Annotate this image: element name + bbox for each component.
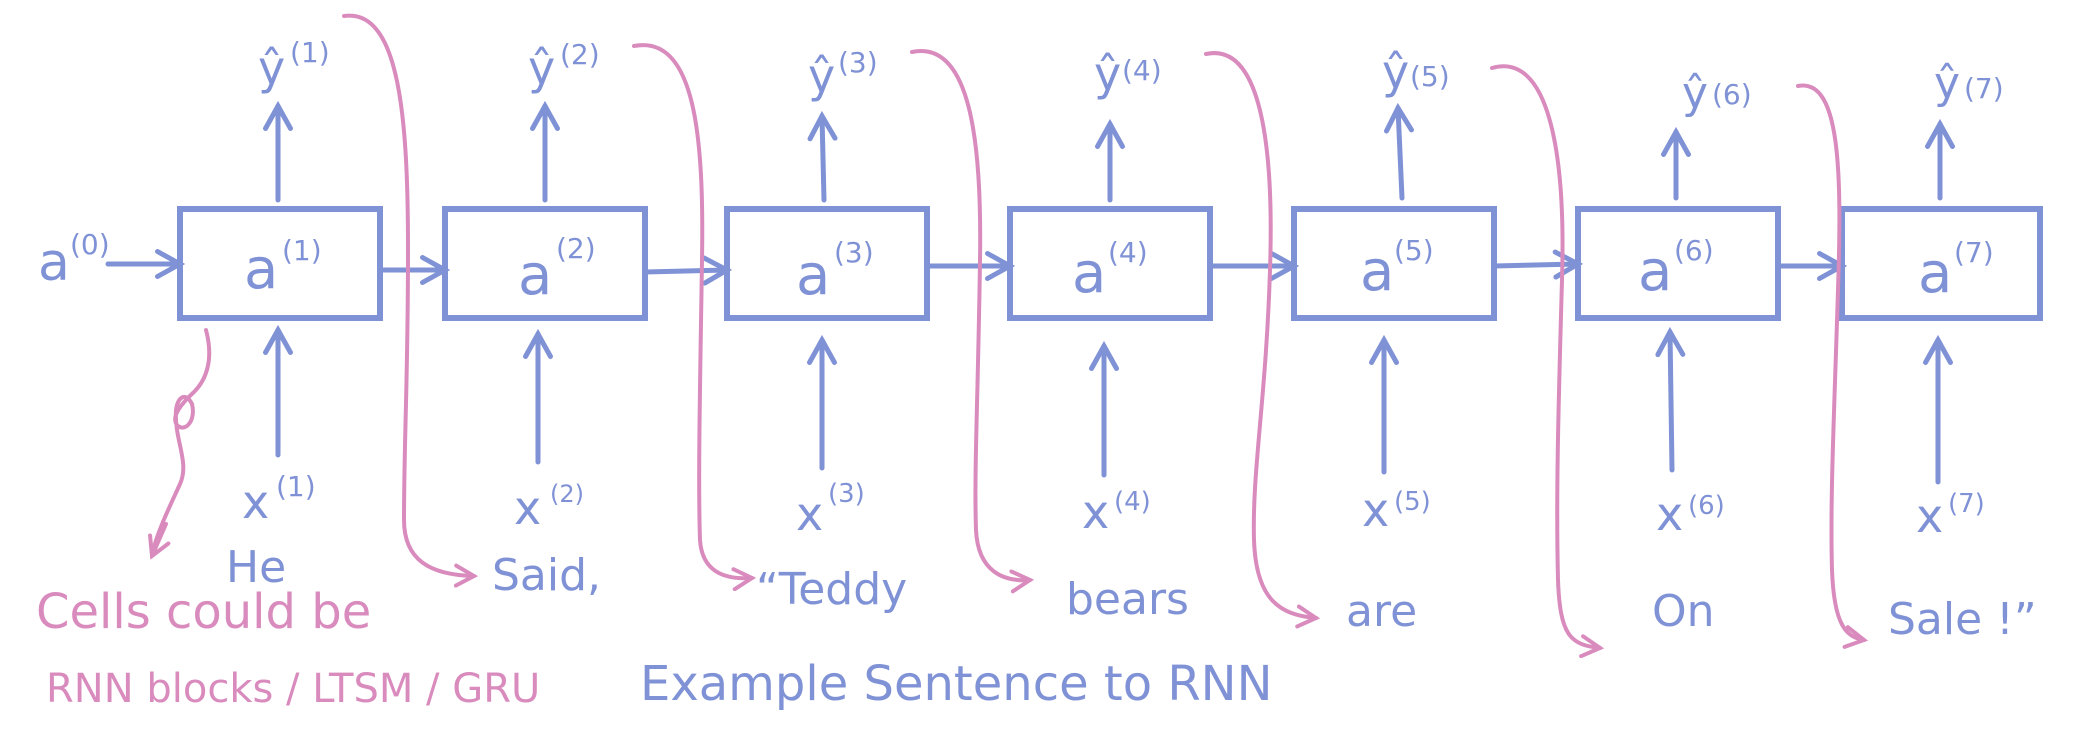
output-superscript: (1) <box>290 36 330 69</box>
output-superscript: (2) <box>560 38 600 71</box>
input-symbol: x <box>242 475 269 529</box>
output-arrow <box>1398 108 1402 201</box>
pink-loop-arrowhead <box>152 522 166 556</box>
rnn-cell-4: a (4) ŷ (4) x (4) bears <box>1007 47 1213 625</box>
output-symbol: ŷ <box>258 41 285 95</box>
example-caption: Example Sentence to RNN <box>640 656 1272 712</box>
output-superscript: (6) <box>1712 78 1752 111</box>
activation-arrow-2-3 <box>642 270 727 272</box>
input-symbol: x <box>1082 485 1109 539</box>
output-symbol: ŷ <box>1094 47 1121 101</box>
output-symbol: ŷ <box>1382 45 1409 99</box>
initial-activation-symbol: a <box>38 233 70 293</box>
rnn-cell-2: a (2) ŷ (2) x (2) Said, <box>442 38 648 601</box>
input-symbol: x <box>1362 483 1389 537</box>
cell-activation-superscript: (3) <box>834 236 874 269</box>
output-symbol: ŷ <box>1934 58 1960 109</box>
output-symbol: ŷ <box>1682 68 1708 119</box>
pink-curve-to-said <box>342 13 474 576</box>
input-symbol: x <box>796 487 823 541</box>
output-superscript: (5) <box>1410 60 1450 93</box>
output-symbol: ŷ <box>528 41 555 95</box>
rnn-cell-7: a (7) ŷ (7) x (7) Sale !” <box>1839 58 2043 645</box>
cell-activation: a <box>518 243 552 308</box>
cell-activation: a <box>1638 239 1672 304</box>
pink-curve-to-bears <box>910 49 1030 580</box>
cell-box <box>177 206 383 321</box>
input-word: On <box>1652 586 1715 637</box>
input-superscript: (1) <box>276 470 316 503</box>
input-symbol: x <box>1656 487 1683 541</box>
cell-activation-superscript: (2) <box>556 232 596 265</box>
cell-activation: a <box>1918 241 1952 306</box>
cell-activation-superscript: (1) <box>282 234 322 267</box>
input-superscript: (2) <box>550 480 584 508</box>
input-superscript: (3) <box>828 479 865 509</box>
cell-activation-superscript: (5) <box>1394 234 1434 267</box>
cell-box <box>442 206 648 321</box>
input-superscript: (5) <box>1394 487 1431 517</box>
output-superscript: (7) <box>1964 72 2004 105</box>
pink-curve-to-teddy <box>632 43 752 578</box>
cell-activation: a <box>1072 241 1106 306</box>
cell-activation: a <box>796 243 830 308</box>
input-word: are <box>1346 586 1417 637</box>
initial-activation-superscript: (0) <box>70 228 110 261</box>
input-superscript: (7) <box>1948 489 1985 519</box>
cell-activation: a <box>1360 239 1394 304</box>
input-arrow <box>1670 332 1672 473</box>
input-symbol: x <box>1916 489 1943 543</box>
rnn-cell-6: a (6) ŷ (6) x (6) On <box>1575 68 1781 637</box>
input-word: “Teddy <box>756 564 907 615</box>
rnn-cell-5: a (5) ŷ (5) x (5) are <box>1291 45 1497 637</box>
input-word: He <box>226 542 286 593</box>
pink-curve-to-on <box>1490 64 1600 648</box>
cells-note-line-1: Cells could be <box>36 584 371 640</box>
rnn-cell-1: a (1) ŷ (1) x (1) He <box>177 36 383 593</box>
cells-note-line-2: RNN blocks / LTSM / GRU <box>46 666 540 712</box>
rnn-cell-3: a (3) ŷ (3) x (3) “Teddy <box>724 46 930 615</box>
output-symbol: ŷ <box>808 49 835 103</box>
cell-activation-superscript: (7) <box>1954 236 1994 269</box>
pink-curve-to-sale <box>1796 83 1864 640</box>
cell-box <box>1839 206 2043 321</box>
pink-curve-to-are <box>1204 51 1316 618</box>
input-word: bears <box>1066 574 1189 625</box>
input-superscript: (4) <box>1114 487 1151 517</box>
cell-activation: a <box>244 237 278 302</box>
output-arrow <box>822 116 824 203</box>
input-symbol: x <box>514 481 541 535</box>
input-word: Sale !” <box>1888 594 2037 645</box>
output-superscript: (4) <box>1122 54 1162 87</box>
pink-loop-annotation <box>150 328 212 556</box>
input-word: Said, <box>492 550 601 601</box>
input-superscript: (6) <box>1688 491 1725 521</box>
cell-activation-superscript: (6) <box>1674 234 1714 267</box>
initial-activation-label: a (0) <box>38 228 110 293</box>
cell-activation-superscript: (4) <box>1108 236 1148 269</box>
output-superscript: (3) <box>838 46 878 79</box>
activation-arrow-5-6 <box>1491 264 1578 266</box>
